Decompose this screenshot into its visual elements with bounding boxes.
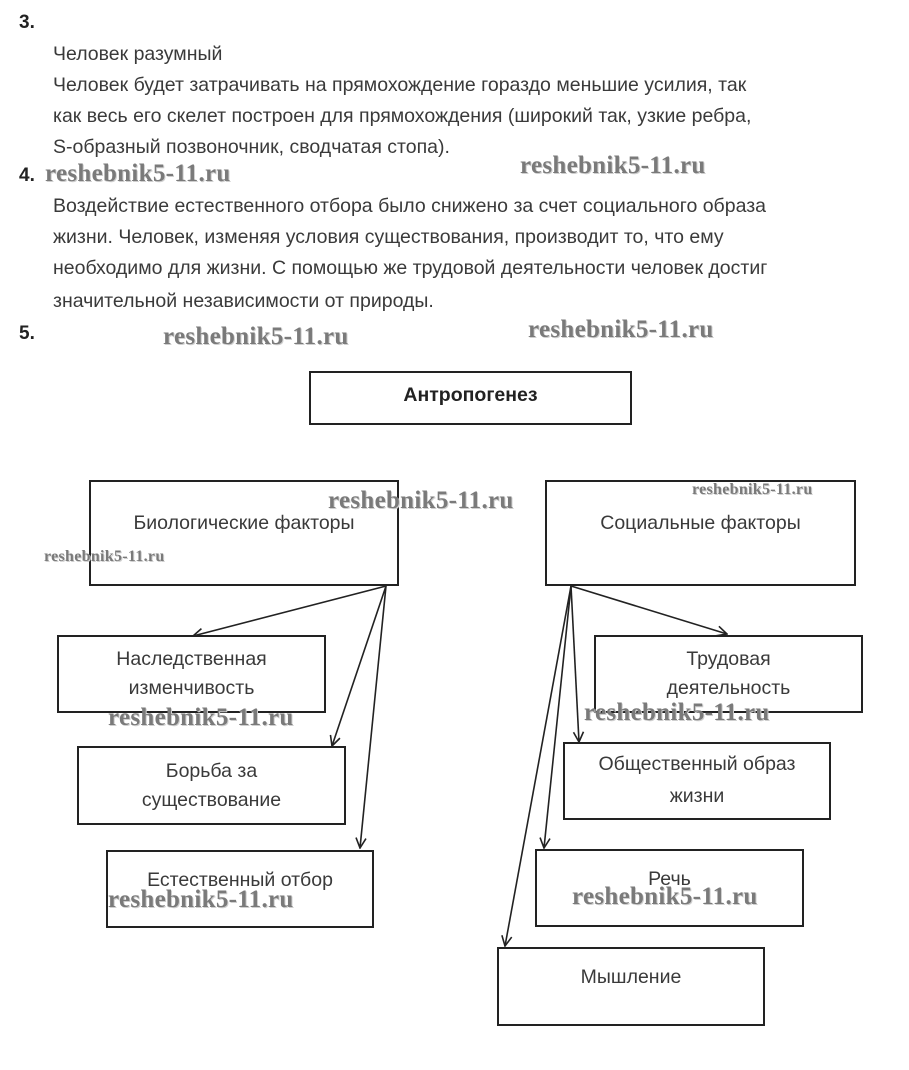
- labor-activity-box: Трудовая деятельность: [594, 635, 863, 713]
- text-line: как весь его скелет построен для прямохо…: [53, 105, 752, 127]
- text-line: Воздействие естественного отбора было сн…: [53, 195, 766, 217]
- item-number-3: 3.: [19, 12, 35, 33]
- watermark: reshebnik5-11.ru: [572, 883, 758, 910]
- social-lifestyle-box: Общественный образ жизни: [563, 742, 831, 820]
- watermark: reshebnik5-11.ru: [584, 699, 770, 726]
- box-line: жизни: [669, 785, 725, 807]
- heredity-box: Наследственная изменчивость: [57, 635, 326, 713]
- box-line: Наследственная: [116, 648, 267, 670]
- box-line: Естественный отбор: [147, 869, 333, 891]
- watermark: reshebnik5-11.ru: [45, 160, 231, 187]
- box-line: существование: [141, 788, 282, 811]
- box-line: Борьба за: [165, 759, 258, 782]
- arrow-soc-speech: [544, 585, 572, 848]
- root-box-anthropogenesis: Антропогенез: [309, 371, 632, 425]
- text-line: S-образный позвоночник, сводчатая стопа)…: [53, 136, 450, 158]
- item-number-4: 4.: [19, 165, 35, 186]
- biological-factors-label: Биологические факторы: [133, 511, 355, 534]
- watermark: reshebnik5-11.ru: [692, 481, 813, 498]
- box-line: изменчивость: [128, 677, 255, 699]
- watermark: reshebnik5-11.ru: [528, 316, 714, 343]
- watermark: reshebnik5-11.ru: [520, 152, 706, 179]
- item-number-5: 5.: [19, 323, 35, 344]
- box-line: Общественный образ: [598, 753, 796, 775]
- text-line: значительной независимости от природы.: [53, 290, 434, 312]
- arrow-soc-society: [570, 585, 579, 742]
- struggle-box: Борьба за существование: [77, 746, 346, 825]
- watermark: reshebnik5-11.ru: [163, 323, 349, 350]
- box-line: Мышление: [580, 966, 682, 988]
- box-line: Трудовая: [686, 648, 771, 670]
- biological-factors-box: Биологические факторы: [89, 480, 399, 586]
- arrow-bio-selection: [360, 585, 387, 848]
- answer-3-text: Человек разумный Человек будет затрачива…: [53, 39, 751, 163]
- watermark: reshebnik5-11.ru: [108, 704, 294, 731]
- text-line: необходимо для жизни. С помощью же трудо…: [53, 257, 768, 279]
- text-line: Человек разумный: [53, 43, 223, 65]
- watermark: reshebnik5-11.ru: [44, 548, 165, 565]
- root-label: Антропогенез: [403, 384, 538, 406]
- arrow-soc-labor: [570, 585, 727, 634]
- watermark: reshebnik5-11.ru: [108, 886, 294, 913]
- text-line: Человек будет затрачивать на прямохожден…: [53, 74, 747, 96]
- watermark: reshebnik5-11.ru: [328, 487, 514, 514]
- social-factors-label: Социальные факторы: [600, 511, 801, 534]
- thinking-box: Мышление: [497, 947, 765, 1026]
- arrow-bio-heredity: [193, 585, 387, 636]
- box-line: деятельность: [666, 677, 791, 699]
- text-line: жизни. Человек, изменяя условия существо…: [53, 226, 724, 248]
- social-factors-box: Социальные факторы: [545, 480, 856, 586]
- answer-4-text: Воздействие естественного отбора было сн…: [53, 191, 767, 317]
- speech-box: Речь: [535, 849, 804, 927]
- arrow-soc-thinking: [505, 585, 572, 946]
- box-line: Речь: [648, 868, 691, 890]
- arrow-bio-struggle: [332, 585, 387, 746]
- natural-selection-box: Естественный отбор: [106, 850, 374, 928]
